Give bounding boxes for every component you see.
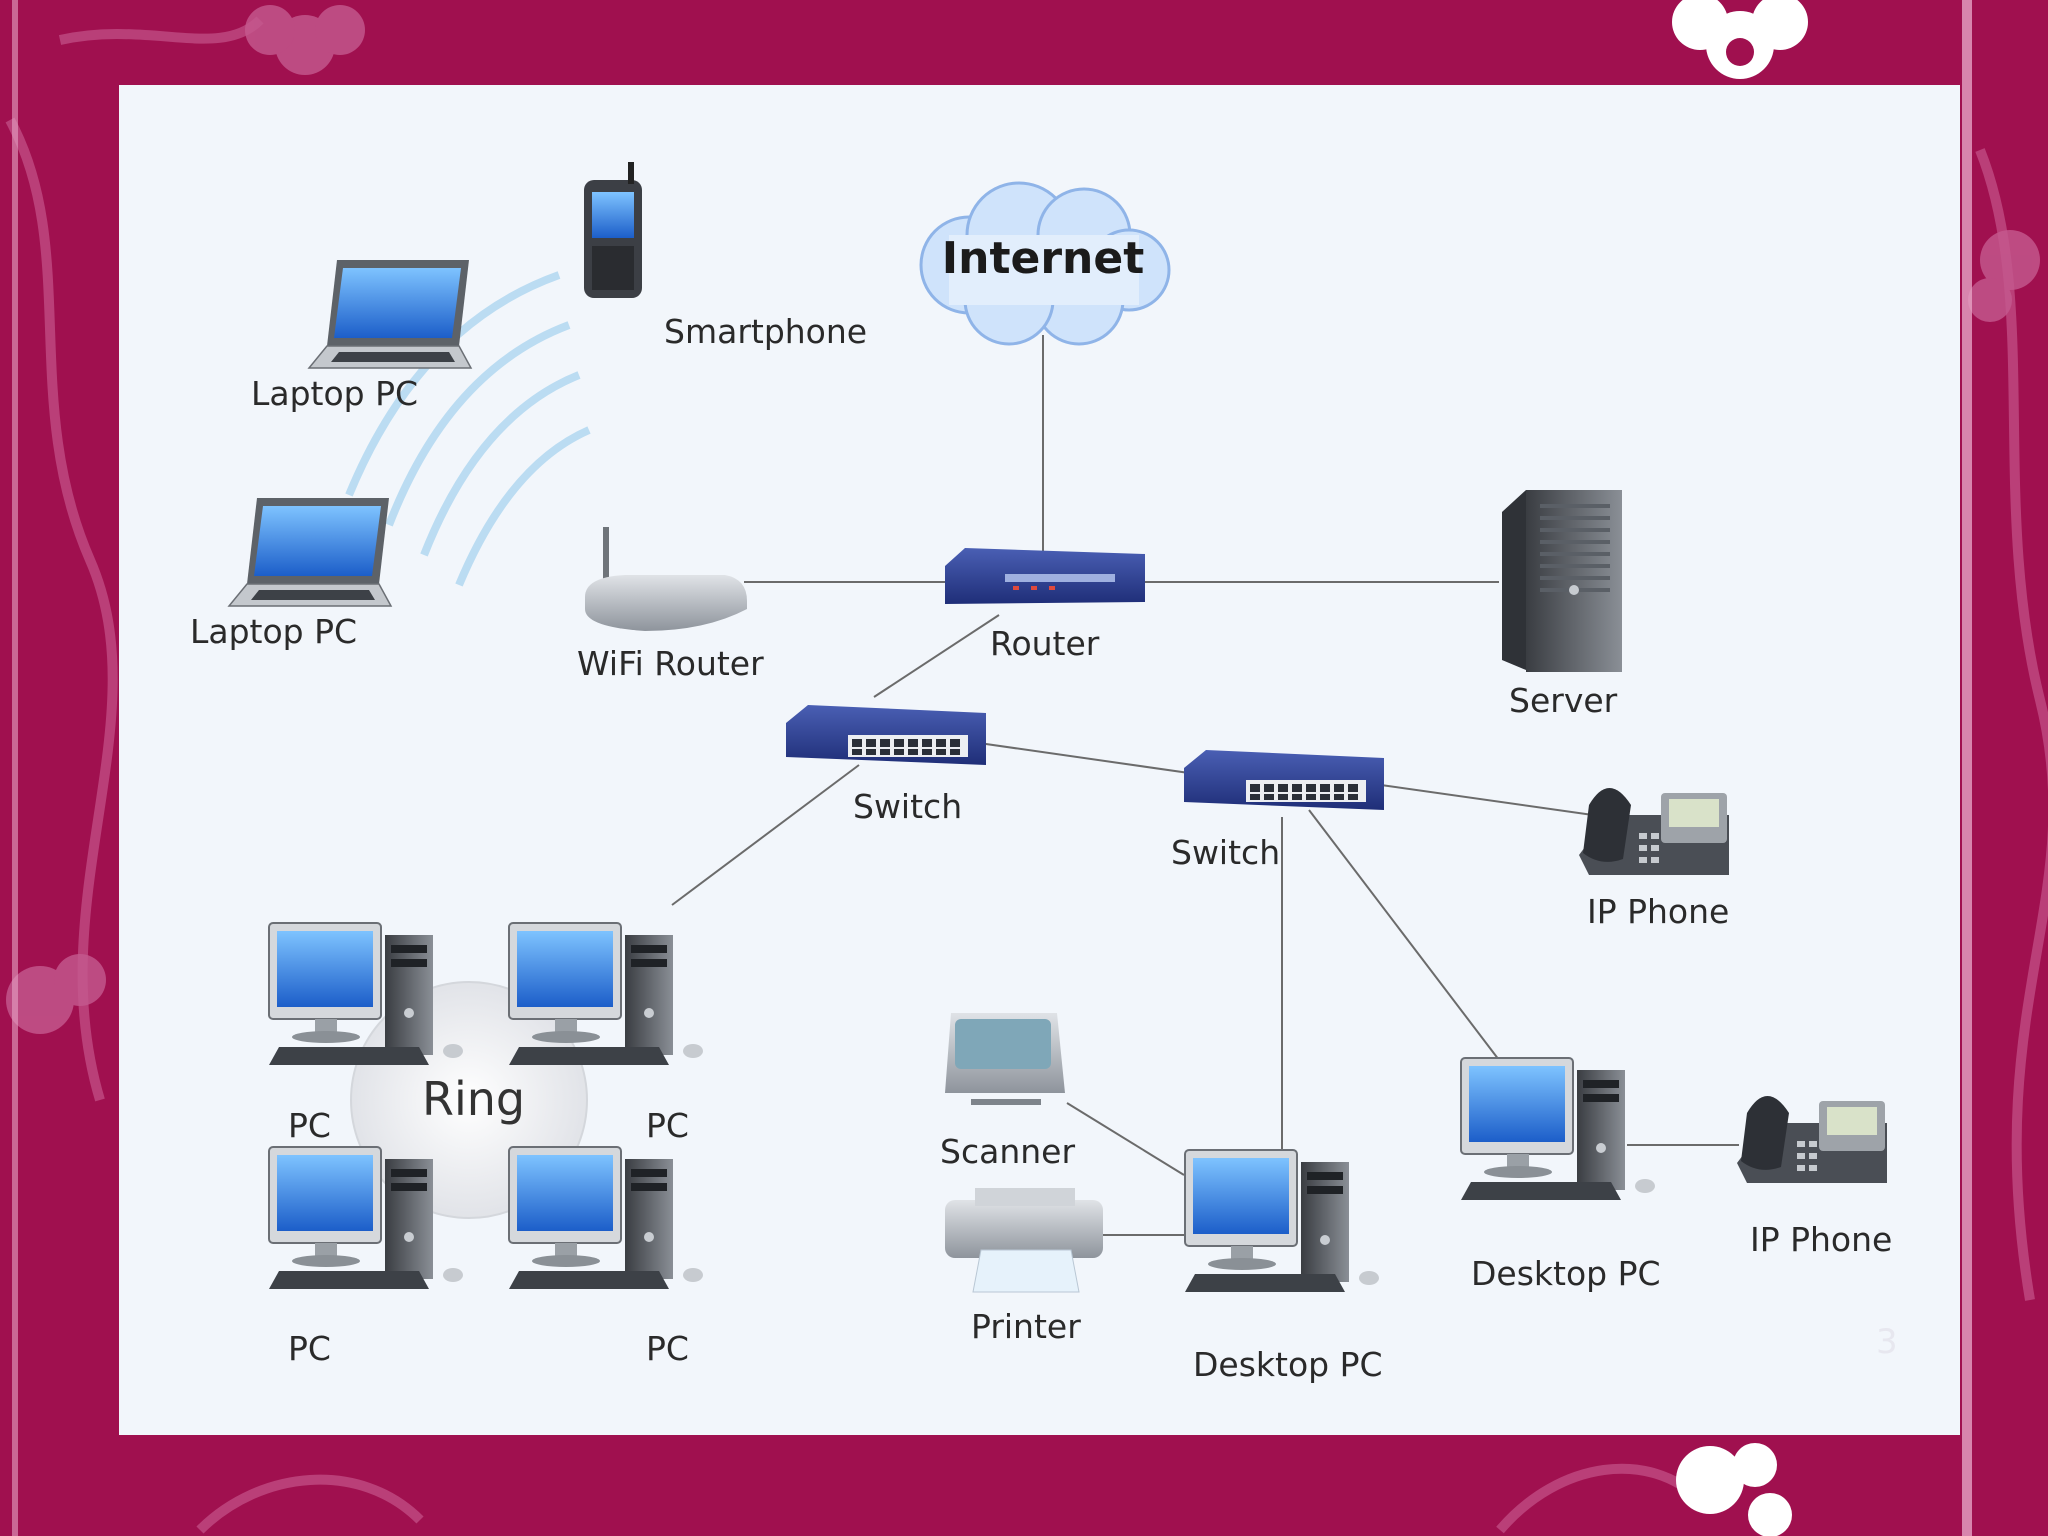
pc-bl-label: PC [288,1329,331,1368]
laptop-icon [308,259,472,369]
ip-phone-bottom-label: IP Phone [1750,1220,1892,1259]
pc-tr-label: PC [646,1106,689,1145]
network-diagram: Internet Smartphone Laptop PC Laptop PC … [190,162,1892,1384]
wifi-router-icon [585,527,747,631]
connection-lines [671,335,1739,1236]
desktop-center-label: Desktop PC [1193,1345,1383,1384]
laptop-bottom-label: Laptop PC [190,612,357,651]
slide-number: 3 [1876,1322,1898,1362]
link-switch-desktop-right [1308,809,1500,1061]
pc-icon [508,1146,704,1290]
internet-cloud-icon [919,181,1171,346]
link-router-switch-left [873,614,1000,698]
desktop-pc-icon [1460,1057,1656,1201]
internet-label: Internet [942,233,1144,284]
pc-tl-label: PC [288,1106,331,1145]
white-flower-decorations [1672,0,1808,1536]
router-icon [945,548,1145,604]
ip-phone-top-label: IP Phone [1587,892,1729,931]
switch-right-label: Switch [1171,833,1280,872]
scanner-icon [945,1013,1065,1105]
laptop-top-label: Laptop PC [251,374,418,413]
ip-phone-icon [1579,788,1729,875]
smartphone-label: Smartphone [664,312,867,351]
scanner-label: Scanner [940,1132,1075,1171]
server-icon [1502,490,1622,672]
ring-label: Ring [422,1072,525,1126]
flower-decorations [6,5,2040,1034]
server-label: Server [1509,681,1618,720]
link-switch-ipphone [1380,784,1615,819]
desktop-right-label: Desktop PC [1471,1254,1661,1293]
laptop-icon [228,497,392,607]
printer-icon [945,1188,1103,1293]
router-label: Router [990,624,1100,663]
link-switch-ring [671,764,860,906]
floral-swirls [5,16,2048,1534]
desktop-pc-icon [1184,1149,1380,1293]
printer-label: Printer [971,1307,1081,1346]
wifi-router-label: WiFi Router [577,644,764,683]
link-scanner-desktop [1066,1102,1185,1176]
pc-br-label: PC [646,1329,689,1368]
link-switch-switch [978,742,1190,774]
ip-phone-icon [1737,1096,1887,1183]
smartphone-icon [584,162,642,298]
switch-left-label: Switch [853,787,962,826]
switch-icon [1184,750,1384,810]
switch-icon [786,705,986,765]
